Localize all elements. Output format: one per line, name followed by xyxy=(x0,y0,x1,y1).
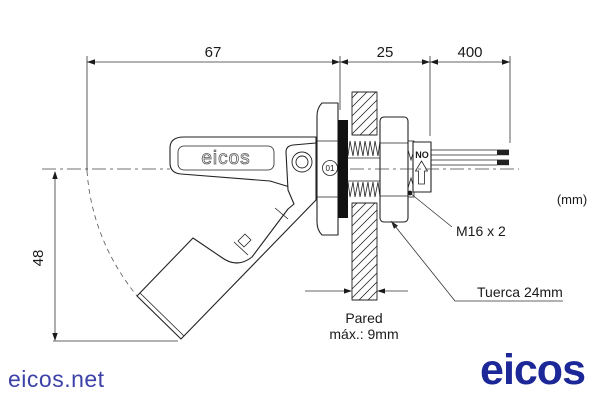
dim-body-length: 67 xyxy=(205,44,222,61)
mounting-nut xyxy=(379,116,409,223)
dim-float-drop: 48 xyxy=(30,250,47,267)
wall-label-line1: Pared xyxy=(345,310,382,326)
float-swing-arc xyxy=(86,170,138,297)
dim-cable-length: 400 xyxy=(457,44,482,61)
hex-flange-facets xyxy=(317,140,338,198)
wire-tip-lower xyxy=(497,159,509,166)
sensor-body xyxy=(169,136,317,196)
switch-body-group: eicos 01 xyxy=(42,91,519,340)
wall-label-line2: máx.: 9mm xyxy=(329,326,398,342)
model-mark-circle xyxy=(322,160,338,176)
body-embossed-logo: eicos xyxy=(201,148,250,169)
thread-m16 xyxy=(347,140,382,198)
footer-website-link[interactable]: eicos.net xyxy=(8,366,105,392)
pivot-inner-circle xyxy=(295,155,309,169)
model-mark: 01 xyxy=(326,164,335,173)
mounting-wall xyxy=(351,91,378,301)
gasket-seal xyxy=(338,120,348,218)
float-arm-assembly xyxy=(136,142,317,340)
units-note: (mm) xyxy=(557,192,587,207)
dim-wall-section: 25 xyxy=(377,44,394,61)
hex-flange xyxy=(316,102,339,236)
body-label-plate xyxy=(177,145,275,171)
arm-tab xyxy=(237,233,252,248)
terminal-cap: NO xyxy=(412,141,432,193)
eicos-logo: eicos xyxy=(480,346,586,394)
arm-joint-ticks xyxy=(233,207,289,256)
dimension-annotations: 67 25 400 48 Pared máx.: 9mm M16 x 2 Tue… xyxy=(30,44,587,342)
switch-state-mark: NO xyxy=(415,150,429,160)
float-chamfer-line xyxy=(139,292,185,337)
extension-lines xyxy=(53,56,511,342)
nut-label: Tuerca 24mm xyxy=(477,284,563,300)
up-arrow-mark xyxy=(414,160,429,185)
cable-wires xyxy=(431,149,509,166)
wire-tip-upper xyxy=(497,149,509,156)
thread-label: M16 x 2 xyxy=(456,223,506,239)
